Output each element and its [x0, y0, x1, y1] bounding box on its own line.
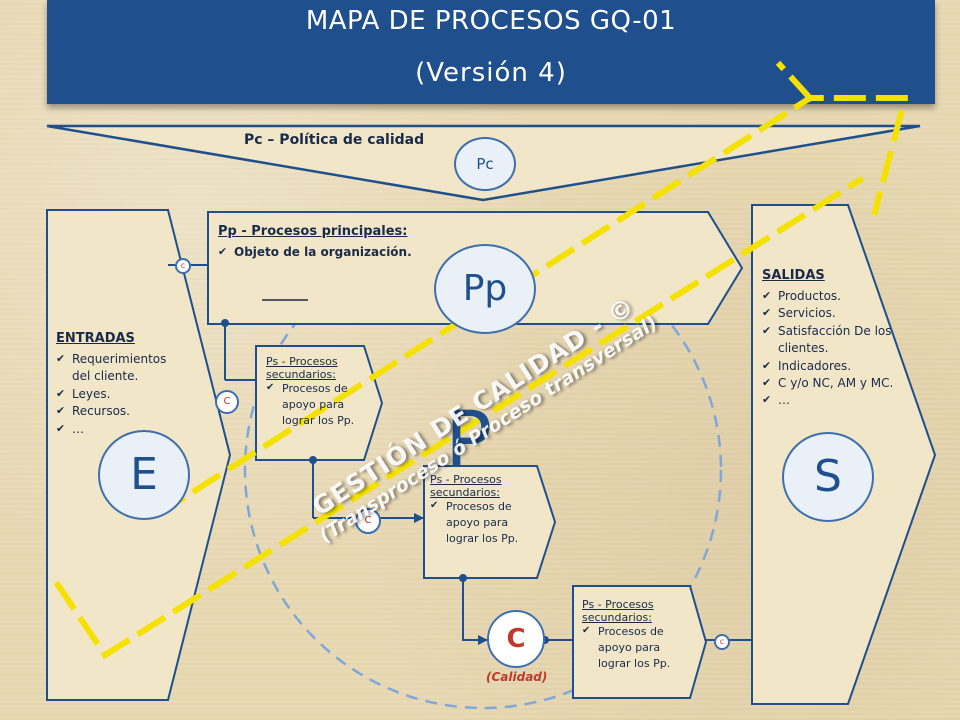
secondary-title-2a: Ps - Procesos — [430, 473, 502, 486]
secondary-title-1b: secundarios: — [266, 368, 336, 381]
outputs-item: C y/o NC, AM y MC. — [762, 375, 912, 392]
center-letter: P — [445, 396, 493, 486]
quality-node: C — [487, 610, 545, 668]
version-label: (Versión 4) — [415, 58, 567, 88]
inputs-title: ENTRADAS — [56, 331, 135, 346]
outputs-item: Indicadores. — [762, 358, 912, 375]
outputs-list: Productos. Servicios. Satisfacción De lo… — [762, 288, 912, 410]
secondary-title-3a: Ps - Procesos — [582, 598, 654, 611]
header-banner: MAPA DE PROCESOS GQ-01 (Versión 4) — [47, 0, 935, 104]
inputs-item: … — [56, 421, 186, 438]
secondary-title-2b: secundarios: — [430, 486, 500, 499]
secondary-box-1: Ps - Procesos secundarios: Procesos de a… — [266, 355, 378, 429]
page-title: MAPA DE PROCESOS GQ-01 — [305, 6, 677, 36]
quality-caption: (Calidad) — [486, 670, 548, 684]
inputs-item: Leyes. — [56, 386, 186, 403]
secondary-item-3: Procesos de apoyo para lograr los Pp. — [582, 624, 694, 672]
quality-tiny-node-2: c — [714, 634, 730, 650]
secondary-box-3: Ps - Procesos secundarios: Procesos de a… — [582, 598, 694, 672]
secondary-item-2: Procesos de apoyo para lograr los Pp. — [430, 499, 540, 547]
outputs-letter: S — [782, 432, 874, 522]
arrow-head-1 — [414, 513, 424, 523]
outputs-item: Satisfacción De los clientes. — [762, 323, 912, 358]
secondary-item-1: Procesos de apoyo para lograr los Pp. — [266, 381, 378, 429]
principal-item: Objeto de la organización. — [218, 244, 412, 261]
outputs-item: Servicios. — [762, 305, 912, 322]
quality-small-node-2: C — [355, 508, 381, 534]
outputs-item: … — [762, 392, 912, 409]
secondary-title-1a: Ps - Procesos — [266, 355, 338, 368]
quality-small-node-1: C — [215, 390, 239, 414]
inputs-item: Requerimientos del cliente. — [56, 351, 186, 386]
outputs-item: Productos. — [762, 288, 912, 305]
outputs-title: SALIDAS — [762, 268, 825, 283]
inputs-item: Recursos. — [56, 403, 186, 420]
inputs-list: Requerimientos del cliente. Leyes. Recur… — [56, 351, 186, 438]
quality-tiny-node-1: c — [175, 258, 191, 274]
principal-list: Objeto de la organización. — [218, 244, 412, 261]
secondary-title-3b: secundarios: — [582, 611, 652, 624]
secondary-box-2: Ps - Procesos secundarios: Procesos de a… — [430, 473, 540, 547]
arrow-head-2 — [478, 635, 488, 645]
inputs-letter: E — [98, 430, 190, 520]
principal-big-label: Pp — [434, 244, 536, 334]
policy-circle: Pc — [454, 137, 516, 191]
policy-label: Pc – Política de calidad — [244, 132, 425, 148]
principal-title: Pp - Procesos principales: — [218, 224, 408, 239]
